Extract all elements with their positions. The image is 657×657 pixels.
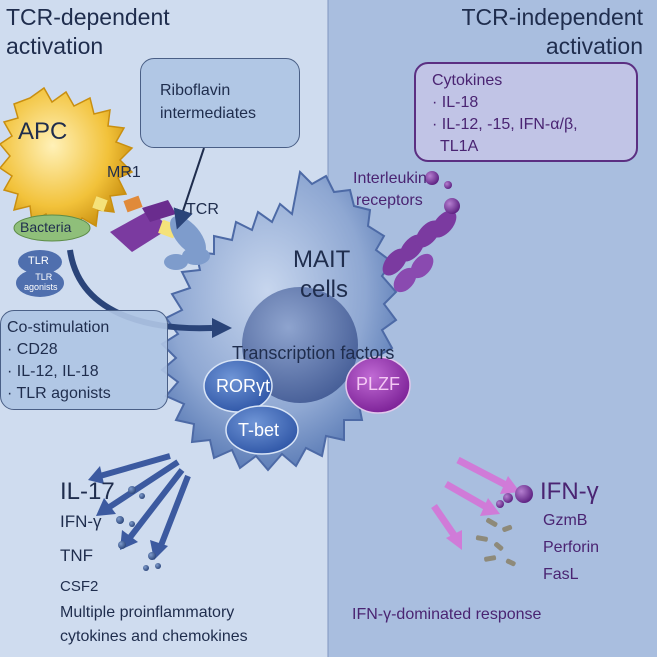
left-output-arrows [88, 453, 191, 560]
apc-cell [0, 86, 134, 234]
riboflavin-box: Riboflavin intermediates [140, 58, 300, 148]
mr1-molecule [110, 210, 170, 252]
ifng-left-label: IFN-γ [60, 512, 102, 531]
tlr-label: TLR [28, 255, 49, 267]
mr1-label: MR1 [107, 164, 141, 181]
tbet-factor [225, 405, 299, 455]
transcription-factors-label: Transcription factors [232, 343, 395, 363]
title-tcr-dependent: TCR-dependent [6, 4, 170, 30]
left-summary-line2: cytokines and chemokines [60, 628, 248, 645]
title-tcr-independent: TCR-independent [461, 4, 643, 30]
tbet-label: T-bet [238, 420, 280, 440]
tlr-receptor [18, 250, 62, 274]
apc-label: APC [18, 118, 68, 145]
costim-item: · IL-12, IL-18 [7, 363, 99, 380]
title-tcr-dependent-line2: activation [6, 33, 104, 59]
mait-label-line1: MAIT [293, 246, 351, 273]
costimulation-box: Co-stimulation · CD28 · IL-12, IL-18 · T… [0, 310, 168, 410]
mait-label-line2: cells [300, 276, 349, 303]
cytokines-item: TL1A [440, 138, 479, 155]
perforin-label: Perforin [543, 539, 600, 556]
il17-label: IL-17 [60, 478, 115, 505]
right-summary: IFN-γ-dominated response [352, 606, 542, 623]
tnf-label: TNF [60, 546, 94, 565]
plzf-label: PLZF [356, 374, 401, 394]
cytokines-box: Cytokines · IL-18 · IL-12, -15, IFN-α/β,… [414, 62, 638, 162]
ifng-right-label: IFN-γ [540, 478, 599, 505]
nucleus [242, 287, 358, 403]
title-tcr-independent-line2: activation [545, 33, 643, 59]
tcr-label: TCR [186, 201, 219, 218]
cytokines-item: · IL-18 [432, 94, 479, 111]
interleukin-label-line2: receptors [356, 192, 423, 209]
interleukin-label-line1: Interleukin [353, 170, 427, 187]
csf2-label: CSF2 [60, 578, 99, 595]
costim-item: · TLR agonists [7, 385, 111, 402]
bacteria [13, 214, 91, 242]
cytokines-item: · IL-12, -15, IFN-α/β, [432, 116, 578, 133]
costim-title: Co-stimulation [7, 319, 110, 336]
costim-item: · CD28 [7, 341, 58, 358]
right-output-arrows [431, 456, 520, 550]
interleukin-receptors [382, 210, 457, 293]
riboflavin-line2: intermediates [160, 105, 257, 122]
fasl-label: FasL [543, 566, 579, 583]
tlr-agonists-label: TLR agonists [24, 272, 58, 292]
left-summary-line1: Multiple proinflammatory [60, 604, 235, 621]
bacteria-label: Bacteria [20, 219, 72, 235]
cytokines-title: Cytokines [432, 72, 503, 89]
riboflavin-line1: Riboflavin [160, 82, 231, 99]
tlr-agonists-blob [16, 269, 64, 297]
plzf-factor [345, 356, 411, 414]
gzmb-label: GzmB [543, 512, 588, 529]
rorgt-label: RORγt [216, 376, 270, 396]
